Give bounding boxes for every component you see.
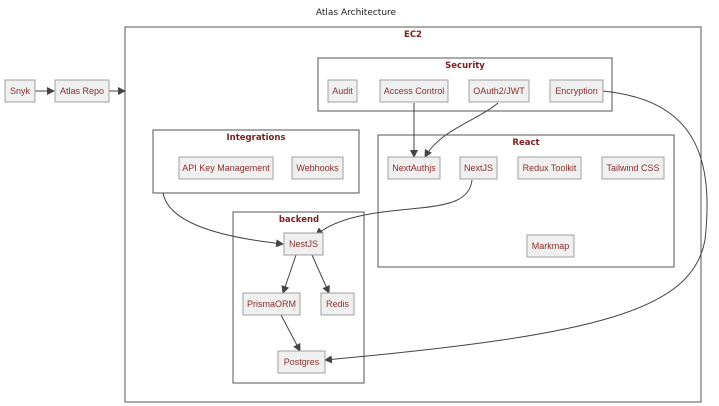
- node-atlas-repo[interactable]: Atlas Repo: [54, 79, 110, 103]
- node-access-control[interactable]: Access Control: [379, 79, 449, 103]
- node-nextjs[interactable]: NextJS: [459, 156, 498, 180]
- node-oauth2-jwt[interactable]: OAuth2/JWT: [468, 79, 530, 103]
- svg-text:NextJS: NextJS: [464, 163, 493, 173]
- edge-integrations-nestjs: [162, 192, 284, 248]
- diagram-title: Atlas Architecture: [316, 8, 397, 18]
- group-ec2-title: EC2: [404, 30, 422, 40]
- edge-oauth-nextauthjs: [424, 102, 499, 158]
- group-react-title: React: [512, 138, 539, 148]
- node-redis[interactable]: Redis: [320, 292, 355, 316]
- group-backend-title: backend: [279, 215, 319, 225]
- edge-nestjs-redis: [311, 254, 330, 294]
- node-nextauthjs[interactable]: NextAuthjs: [387, 156, 441, 180]
- svg-text:Markmap: Markmap: [532, 241, 570, 251]
- edge-encryption-postgres: [324, 90, 708, 364]
- svg-text:Redis: Redis: [326, 299, 350, 309]
- group-integrations-title: Integrations: [227, 133, 286, 143]
- edge-prismaorm-postgres: [280, 314, 301, 352]
- node-redux-toolkit[interactable]: Redux Toolkit: [517, 156, 582, 180]
- node-tailwind-css[interactable]: Tailwind CSS: [601, 156, 665, 180]
- node-postgres[interactable]: Postgres: [277, 350, 326, 374]
- svg-text:Encryption: Encryption: [555, 86, 598, 96]
- svg-text:Access Control: Access Control: [384, 86, 445, 96]
- node-api-key-management[interactable]: API Key Management: [178, 156, 274, 180]
- svg-text:Tailwind CSS: Tailwind CSS: [606, 163, 659, 173]
- node-markmap[interactable]: Markmap: [526, 234, 575, 258]
- node-encryption[interactable]: Encryption: [549, 79, 604, 103]
- svg-text:Redux Toolkit: Redux Toolkit: [523, 163, 577, 173]
- edges: [35, 87, 708, 364]
- edge-nestjs-prismaorm: [281, 254, 297, 294]
- node-webhooks[interactable]: Webhooks: [291, 156, 344, 180]
- node-audit[interactable]: Audit: [327, 79, 358, 103]
- svg-text:Snyk: Snyk: [10, 86, 31, 96]
- svg-text:Atlas Repo: Atlas Repo: [60, 86, 104, 96]
- svg-text:Webhooks: Webhooks: [296, 163, 339, 173]
- svg-text:NestJS: NestJS: [289, 239, 318, 249]
- svg-text:PrismaORM: PrismaORM: [247, 299, 296, 309]
- svg-text:Audit: Audit: [332, 86, 353, 96]
- edge-nextjs-nestjs: [315, 179, 473, 236]
- svg-text:Postgres: Postgres: [284, 357, 320, 367]
- group-security-title: Security: [445, 61, 485, 71]
- svg-text:NextAuthjs: NextAuthjs: [392, 163, 436, 173]
- group-react: React: [377, 134, 675, 268]
- node-nestjs[interactable]: NestJS: [283, 232, 324, 256]
- node-snyk[interactable]: Snyk: [4, 79, 36, 103]
- svg-text:API Key Management: API Key Management: [182, 163, 270, 173]
- node-prismaorm[interactable]: PrismaORM: [242, 292, 301, 316]
- svg-text:OAuth2/JWT: OAuth2/JWT: [473, 86, 525, 96]
